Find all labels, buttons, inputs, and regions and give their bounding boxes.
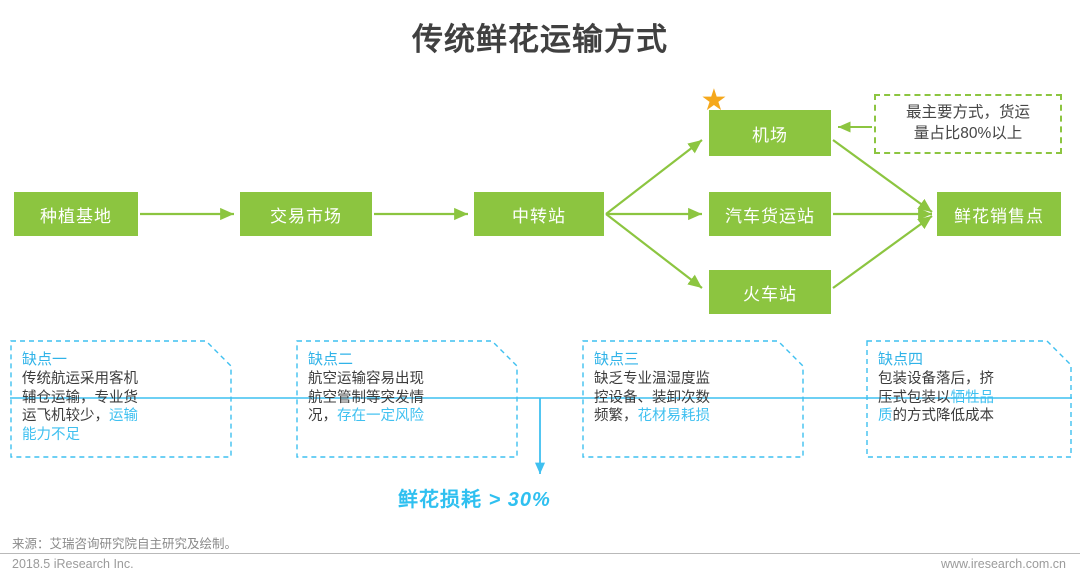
airport-note-callout: 最主要方式，货运 量占比80%以上 [874,94,1062,154]
card1-highlight1: 运输 [109,408,138,425]
card2-line1: 航空运输容易出现 [308,371,424,388]
card3-line3: 频繁， [594,408,638,425]
flow-node-train-station[interactable]: 火车站 [709,270,831,314]
drawback-card-1[interactable]: 缺点一 传统航运采用客机 辅仓运输，专业货 运飞机较少，运输 能力不足 [10,340,232,458]
arrow-transfer-to-airport [605,139,703,215]
flow-node-flower-retail-point[interactable]: 鲜花销售点 [937,192,1061,236]
loss-summary: 鲜花损耗 > 30% [398,483,551,512]
drawback-card-3-title: 缺点三 [594,351,640,368]
card1-line2: 辅仓运输，专业货 [22,389,138,406]
card3-line1: 缺乏专业温湿度监 [594,371,710,388]
card4-highlight1: 牺牲品 [950,389,995,406]
card3-line2: 控设备、装卸次数 [594,389,710,406]
footer-divider [0,553,1080,554]
card4-line1: 包装设备落后，挤 [878,371,994,388]
flow-node-transfer-station[interactable]: 中转站 [474,192,604,236]
loss-summary-value: > 30% [488,489,551,511]
drawback-card-1-title: 缺点一 [22,351,68,368]
card2-highlight1: 存在一定风险 [337,408,424,425]
drawback-card-4-title: 缺点四 [878,351,924,368]
drawback-card-2[interactable]: 缺点二 航空运输容易出现 航空管制等突发情 况，存在一定风险 [296,340,518,458]
card3-highlight1: 花材易耗损 [637,408,711,425]
flow-node-airport[interactable]: 机场 [709,110,831,156]
drawback-card-4-body: 包装设备落后，挤 压式包装以牺牲品 质的方式降低成本 [878,370,1060,426]
copyright-note: 2018.5 iResearch Inc. [12,557,134,571]
airport-note-line2: 量占比80%以上 [913,125,1023,142]
card4-highlight2: 质 [878,408,893,425]
drawback-card-4[interactable]: 缺点四 包装设备落后，挤 压式包装以牺牲品 质的方式降低成本 [866,340,1072,458]
flow-node-planting-base[interactable]: 种植基地 [14,192,138,236]
drawback-card-2-body: 航空运输容易出现 航空管制等突发情 况，存在一定风险 [308,370,506,426]
flow-node-trading-market[interactable]: 交易市场 [240,192,372,236]
card4-line3: 的方式降低成本 [892,408,995,425]
drawback-card-3-body: 缺乏专业温湿度监 控设备、装卸次数 频繁，花材易耗损 [594,370,792,426]
flow-node-truck-freight-station[interactable]: 汽车货运站 [709,192,831,236]
card-frame [296,340,518,458]
drawback-card-2-title: 缺点二 [308,351,354,368]
card2-line3: 况， [308,408,337,425]
card1-line3: 运飞机较少， [22,408,109,425]
arrow-train-to-shop [832,215,933,289]
airport-note-line1: 最主要方式，货运 [905,104,1030,122]
drawback-card-3[interactable]: 缺点三 缺乏专业温湿度监 控设备、装卸次数 频繁，花材易耗损 [582,340,804,458]
arrow-transfer-to-train [605,213,703,289]
loss-summary-label: 鲜花损耗 [398,489,482,511]
drawback-card-1-body: 传统航运采用客机 辅仓运输，专业货 运飞机较少，运输 能力不足 [22,370,220,444]
page-title: 传统鲜花运输方式 [412,22,668,57]
card1-highlight2: 能力不足 [22,426,80,443]
website-link[interactable]: www.iresearch.com.cn [940,557,1066,571]
card1-line1: 传统航运采用客机 [22,371,138,388]
card-frame [582,340,804,458]
star-icon: ★ [700,84,728,117]
card4-line2: 压式包装以 [878,389,951,406]
card-frame [10,340,232,458]
source-note: 来源：艾瑞咨询研究院自主研究及绘制。 [12,537,238,551]
card2-line2: 航空管制等突发情 [308,389,424,406]
